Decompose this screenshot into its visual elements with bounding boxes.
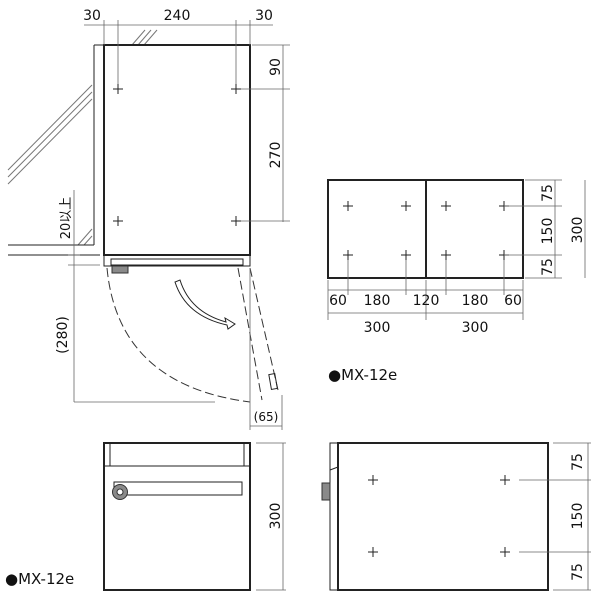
- top-view: 30 240 30 90 270 20以上 (280) (65): [7, 8, 290, 430]
- door-open-arrow-icon: [174, 279, 236, 330]
- side-view: 75 150 75: [321, 442, 591, 591]
- dim-bottom-60-right: 60: [504, 293, 522, 309]
- model-label: ●MX-12e: [328, 366, 397, 384]
- dim-top-right: 30: [255, 8, 273, 24]
- dim-right-270: 270: [268, 142, 284, 169]
- lock-knob: [111, 265, 129, 274]
- dim-bottom-180-left: 180: [364, 293, 391, 309]
- mailbox-body-top: [103, 44, 251, 256]
- wall-hatch: [7, 29, 158, 256]
- mail-slot: [113, 481, 243, 496]
- dim-75-bottom: 75: [570, 563, 586, 581]
- dim-75-top: 75: [540, 184, 556, 202]
- mounting-holes: [113, 84, 241, 226]
- dim-top-center: 240: [164, 8, 191, 24]
- back-view: 75 150 75 300 60 180 120 180 60 300 300 …: [327, 179, 586, 384]
- dim-total-right: 300: [462, 320, 489, 336]
- dim-right-90: 90: [268, 58, 284, 76]
- dim-height: 300: [268, 503, 284, 530]
- door-offset-dim: (65): [254, 410, 279, 424]
- front-view: 300 ●MX-12e: [5, 442, 286, 591]
- door-open-outline: [237, 267, 279, 401]
- door-swing-arc: [106, 267, 251, 403]
- dim-150: 150: [570, 503, 586, 530]
- wall-clearance-label: 20以上: [59, 197, 74, 240]
- dim-75-bottom: 75: [540, 258, 556, 276]
- lock-knob: [321, 482, 331, 501]
- dim-top-left: 30: [83, 8, 101, 24]
- door-swing-dim: (280): [55, 316, 71, 354]
- dim-bottom-180-right: 180: [462, 293, 489, 309]
- dim-height: 300: [570, 217, 586, 244]
- dim-bottom-120: 120: [413, 293, 440, 309]
- dim-150: 150: [540, 218, 556, 245]
- dim-75-top: 75: [570, 453, 586, 471]
- dim-bottom-60-left: 60: [329, 293, 347, 309]
- dim-total-left: 300: [364, 320, 391, 336]
- mounting-holes: [368, 475, 510, 557]
- model-label: ●MX-12e: [5, 570, 74, 588]
- door-closed: [103, 254, 251, 267]
